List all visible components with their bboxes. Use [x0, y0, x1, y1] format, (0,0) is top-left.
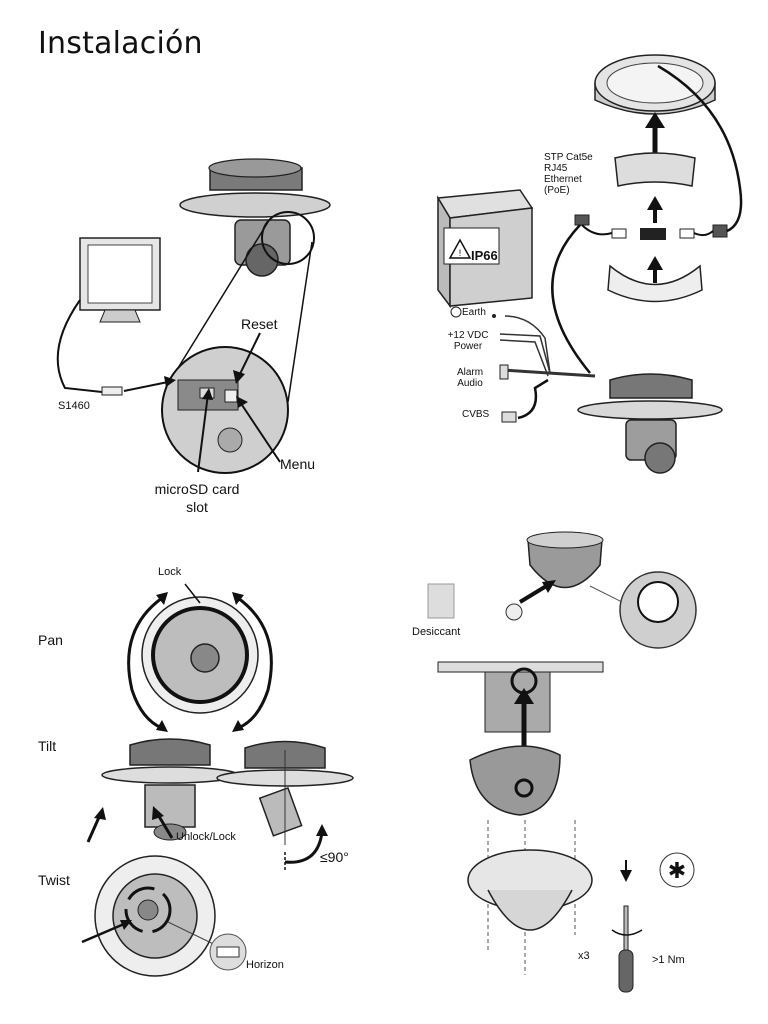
- cvbs-label: CVBS: [462, 409, 490, 420]
- tilt-camera: [101, 738, 239, 841]
- pan-arrow-right: [237, 596, 273, 730]
- camera-body: [179, 158, 331, 277]
- bubble-dome: [526, 531, 604, 589]
- level-indicator: [209, 933, 247, 971]
- power-label: +12 VDC Power: [447, 330, 489, 352]
- lock-label: Lock: [158, 566, 182, 578]
- unlock-lock-label: Unlock/Lock: [176, 831, 236, 843]
- horizon-label: Horizon: [246, 959, 284, 971]
- bubble-lower: [469, 745, 561, 816]
- tilt-angle-arrow: [284, 831, 324, 864]
- zoom-circle-small: [261, 211, 315, 265]
- desiccant-pack: [427, 583, 455, 619]
- torque-label: >1 Nm: [652, 954, 685, 966]
- tilt-label: Tilt: [38, 738, 57, 754]
- page-title: Instalación: [38, 26, 203, 61]
- monitor: [79, 237, 161, 323]
- tilt-angle-label: ≤90°: [320, 849, 349, 865]
- svg-text:!: !: [459, 248, 462, 258]
- pan-assembly: [141, 596, 259, 714]
- dome-illustration: ✱: [427, 531, 697, 993]
- connection-illustration: [56, 158, 331, 474]
- screwdriver: [618, 860, 634, 993]
- reset-label: Reset: [241, 316, 278, 332]
- clamp-ring: [614, 152, 696, 187]
- trim-ring: [607, 264, 703, 303]
- s1460-label: S1460: [58, 400, 90, 412]
- camera-assembly: [577, 373, 723, 474]
- pan-label: Pan: [38, 632, 63, 648]
- adjustment-illustration: [81, 583, 354, 977]
- dome-cover: [467, 849, 593, 931]
- ethernet-label: STP Cat5e RJ45 Ethernet (PoE): [544, 152, 593, 196]
- svg-text:✱: ✱: [668, 859, 686, 884]
- ip66-label: IP66: [471, 248, 498, 263]
- torx-bit-zoom: [659, 852, 695, 888]
- pan-arrow-left: [127, 596, 163, 730]
- ip66-junction-box: !: [436, 189, 534, 309]
- zoom-detail: [161, 346, 289, 474]
- desiccant-label: Desiccant: [412, 626, 461, 638]
- s1460-connector: [101, 386, 123, 396]
- alarm-audio-label: Alarm Audio: [456, 367, 484, 389]
- twist-assembly: [94, 855, 216, 977]
- mounting-box: [594, 54, 716, 115]
- tilt-camera-angled: [216, 740, 354, 845]
- cable: [56, 299, 103, 393]
- menu-label: Menu: [280, 456, 316, 472]
- twist-label: Twist: [38, 872, 70, 888]
- microsd-slot-label: microSD card slot: [154, 481, 240, 515]
- wiring-illustration: !: [436, 54, 743, 474]
- screw-count-label: x3: [578, 950, 590, 962]
- earth-label: Earth: [462, 307, 486, 318]
